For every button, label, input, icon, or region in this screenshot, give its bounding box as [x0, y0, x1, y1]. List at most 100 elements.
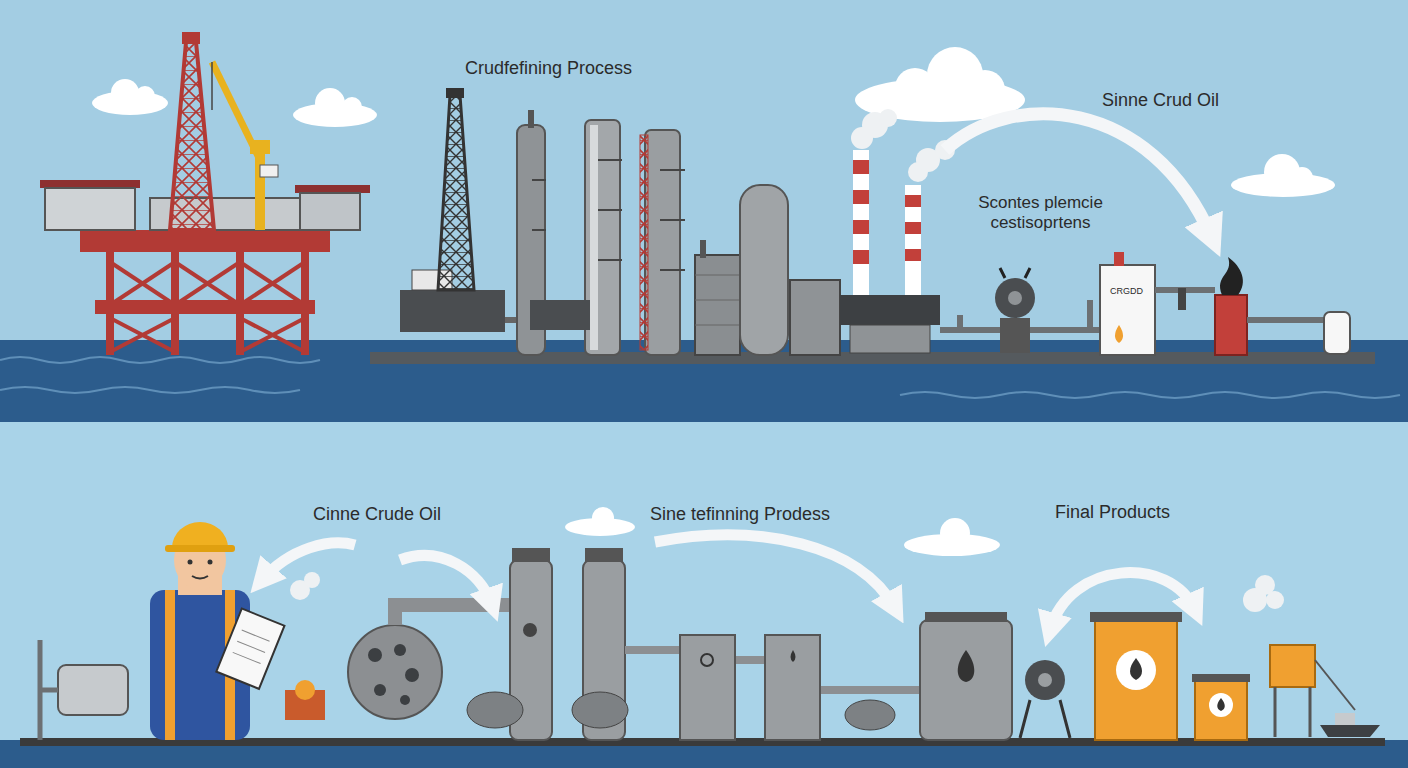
refinery-plant — [1220, 257, 1243, 295]
refinery-flow — [1217, 698, 1225, 711]
smoke — [851, 109, 955, 182]
offshore-rig — [211, 62, 213, 110]
refinery-plant — [400, 88, 1350, 355]
cloud — [111, 79, 139, 107]
refinery-flow — [1320, 725, 1380, 737]
refinery-flow — [920, 620, 1012, 740]
worker — [216, 609, 284, 689]
chimney — [905, 222, 921, 234]
refinery-flow — [40, 522, 1380, 740]
refinery-plant — [446, 88, 464, 98]
refinery-flow — [572, 692, 628, 728]
refinery-flow — [400, 695, 410, 705]
refinery-flow — [585, 548, 623, 562]
chimney — [853, 250, 869, 264]
refinery-flow — [40, 640, 58, 740]
worker — [172, 522, 228, 548]
flow-arrow — [655, 535, 895, 608]
cloud — [315, 88, 345, 118]
cloud — [92, 47, 1335, 556]
refinery-plant — [590, 125, 598, 350]
offshore-rig — [295, 185, 370, 193]
refinery-flow — [1095, 620, 1177, 740]
cloud — [1291, 167, 1313, 189]
refinery-flow — [1275, 687, 1310, 737]
refinery-flow — [1116, 650, 1156, 690]
refinery-flow — [405, 668, 419, 682]
refinery-plant — [1324, 312, 1350, 354]
refinery-plant — [1115, 325, 1123, 343]
offshore-rig — [45, 188, 135, 230]
cloud — [940, 518, 970, 548]
flow-arrow — [262, 535, 1195, 630]
refinery-plant — [1000, 268, 1030, 278]
offshore-rig — [240, 262, 305, 305]
refinery-plant — [532, 160, 685, 270]
flow-arrow — [945, 114, 1212, 238]
refinery-plant — [740, 185, 788, 355]
refinery-plant — [1178, 288, 1186, 310]
flow-arrow — [262, 543, 355, 580]
offshore-rig — [255, 150, 265, 230]
flow-arrow — [400, 556, 492, 605]
refinery-flow — [1090, 612, 1182, 622]
refinery-flow — [368, 644, 419, 705]
refinery-flow — [512, 548, 550, 562]
refinery-plant — [695, 275, 740, 325]
refinery-flow — [958, 650, 975, 682]
offshore-rig — [40, 32, 370, 355]
refinery-plant — [400, 290, 505, 332]
offshore-rig — [80, 230, 330, 252]
refinery-plant — [840, 295, 940, 325]
refinery-plant — [438, 95, 474, 290]
refinery-flow — [791, 650, 796, 662]
refinery-flow — [765, 635, 820, 740]
offshore-rig — [260, 165, 278, 177]
refinery-flow — [1192, 674, 1250, 682]
cloud — [135, 86, 155, 106]
refinery-flow — [1038, 673, 1052, 687]
chimney — [905, 195, 921, 207]
refinery-plant — [1114, 252, 1124, 266]
offshore-rig — [250, 140, 270, 154]
chimney — [905, 249, 921, 261]
refinery-plant — [1247, 317, 1327, 323]
background — [0, 0, 1408, 422]
refinery-flow — [395, 605, 510, 625]
chimney — [853, 220, 869, 234]
refinery-plant — [640, 135, 648, 350]
refinery-plant — [530, 300, 560, 330]
refinery-plant — [560, 300, 590, 330]
background — [0, 387, 300, 393]
refinery-plant — [700, 240, 706, 258]
refinery-plant — [1215, 295, 1247, 355]
smoke — [304, 572, 320, 588]
refinery-plant — [995, 278, 1035, 318]
refinery-plant — [1008, 291, 1022, 305]
refinery-flow — [1335, 713, 1355, 725]
background — [0, 422, 1408, 768]
offshore-rig — [110, 318, 175, 352]
annotation-label: Sinne Crud Oil — [1102, 90, 1219, 112]
smoke — [1266, 591, 1284, 609]
background — [900, 392, 1400, 398]
refinery-flow — [925, 612, 1007, 622]
worker — [165, 590, 175, 740]
refinery-plant — [528, 110, 534, 128]
refinery-flow — [1130, 658, 1142, 680]
refinery-flow — [374, 684, 386, 696]
refinery-flow — [680, 635, 735, 740]
refinery-flow — [523, 623, 537, 637]
refinery-flow — [1315, 660, 1355, 710]
cloud — [895, 68, 935, 108]
smoke — [879, 109, 897, 127]
worker — [233, 630, 270, 663]
chimney — [853, 150, 869, 300]
refinery-plant — [1000, 318, 1030, 353]
worker — [150, 522, 284, 740]
refinery-flow — [1270, 645, 1315, 687]
refinery-plant — [790, 280, 840, 355]
cloud — [592, 507, 614, 529]
